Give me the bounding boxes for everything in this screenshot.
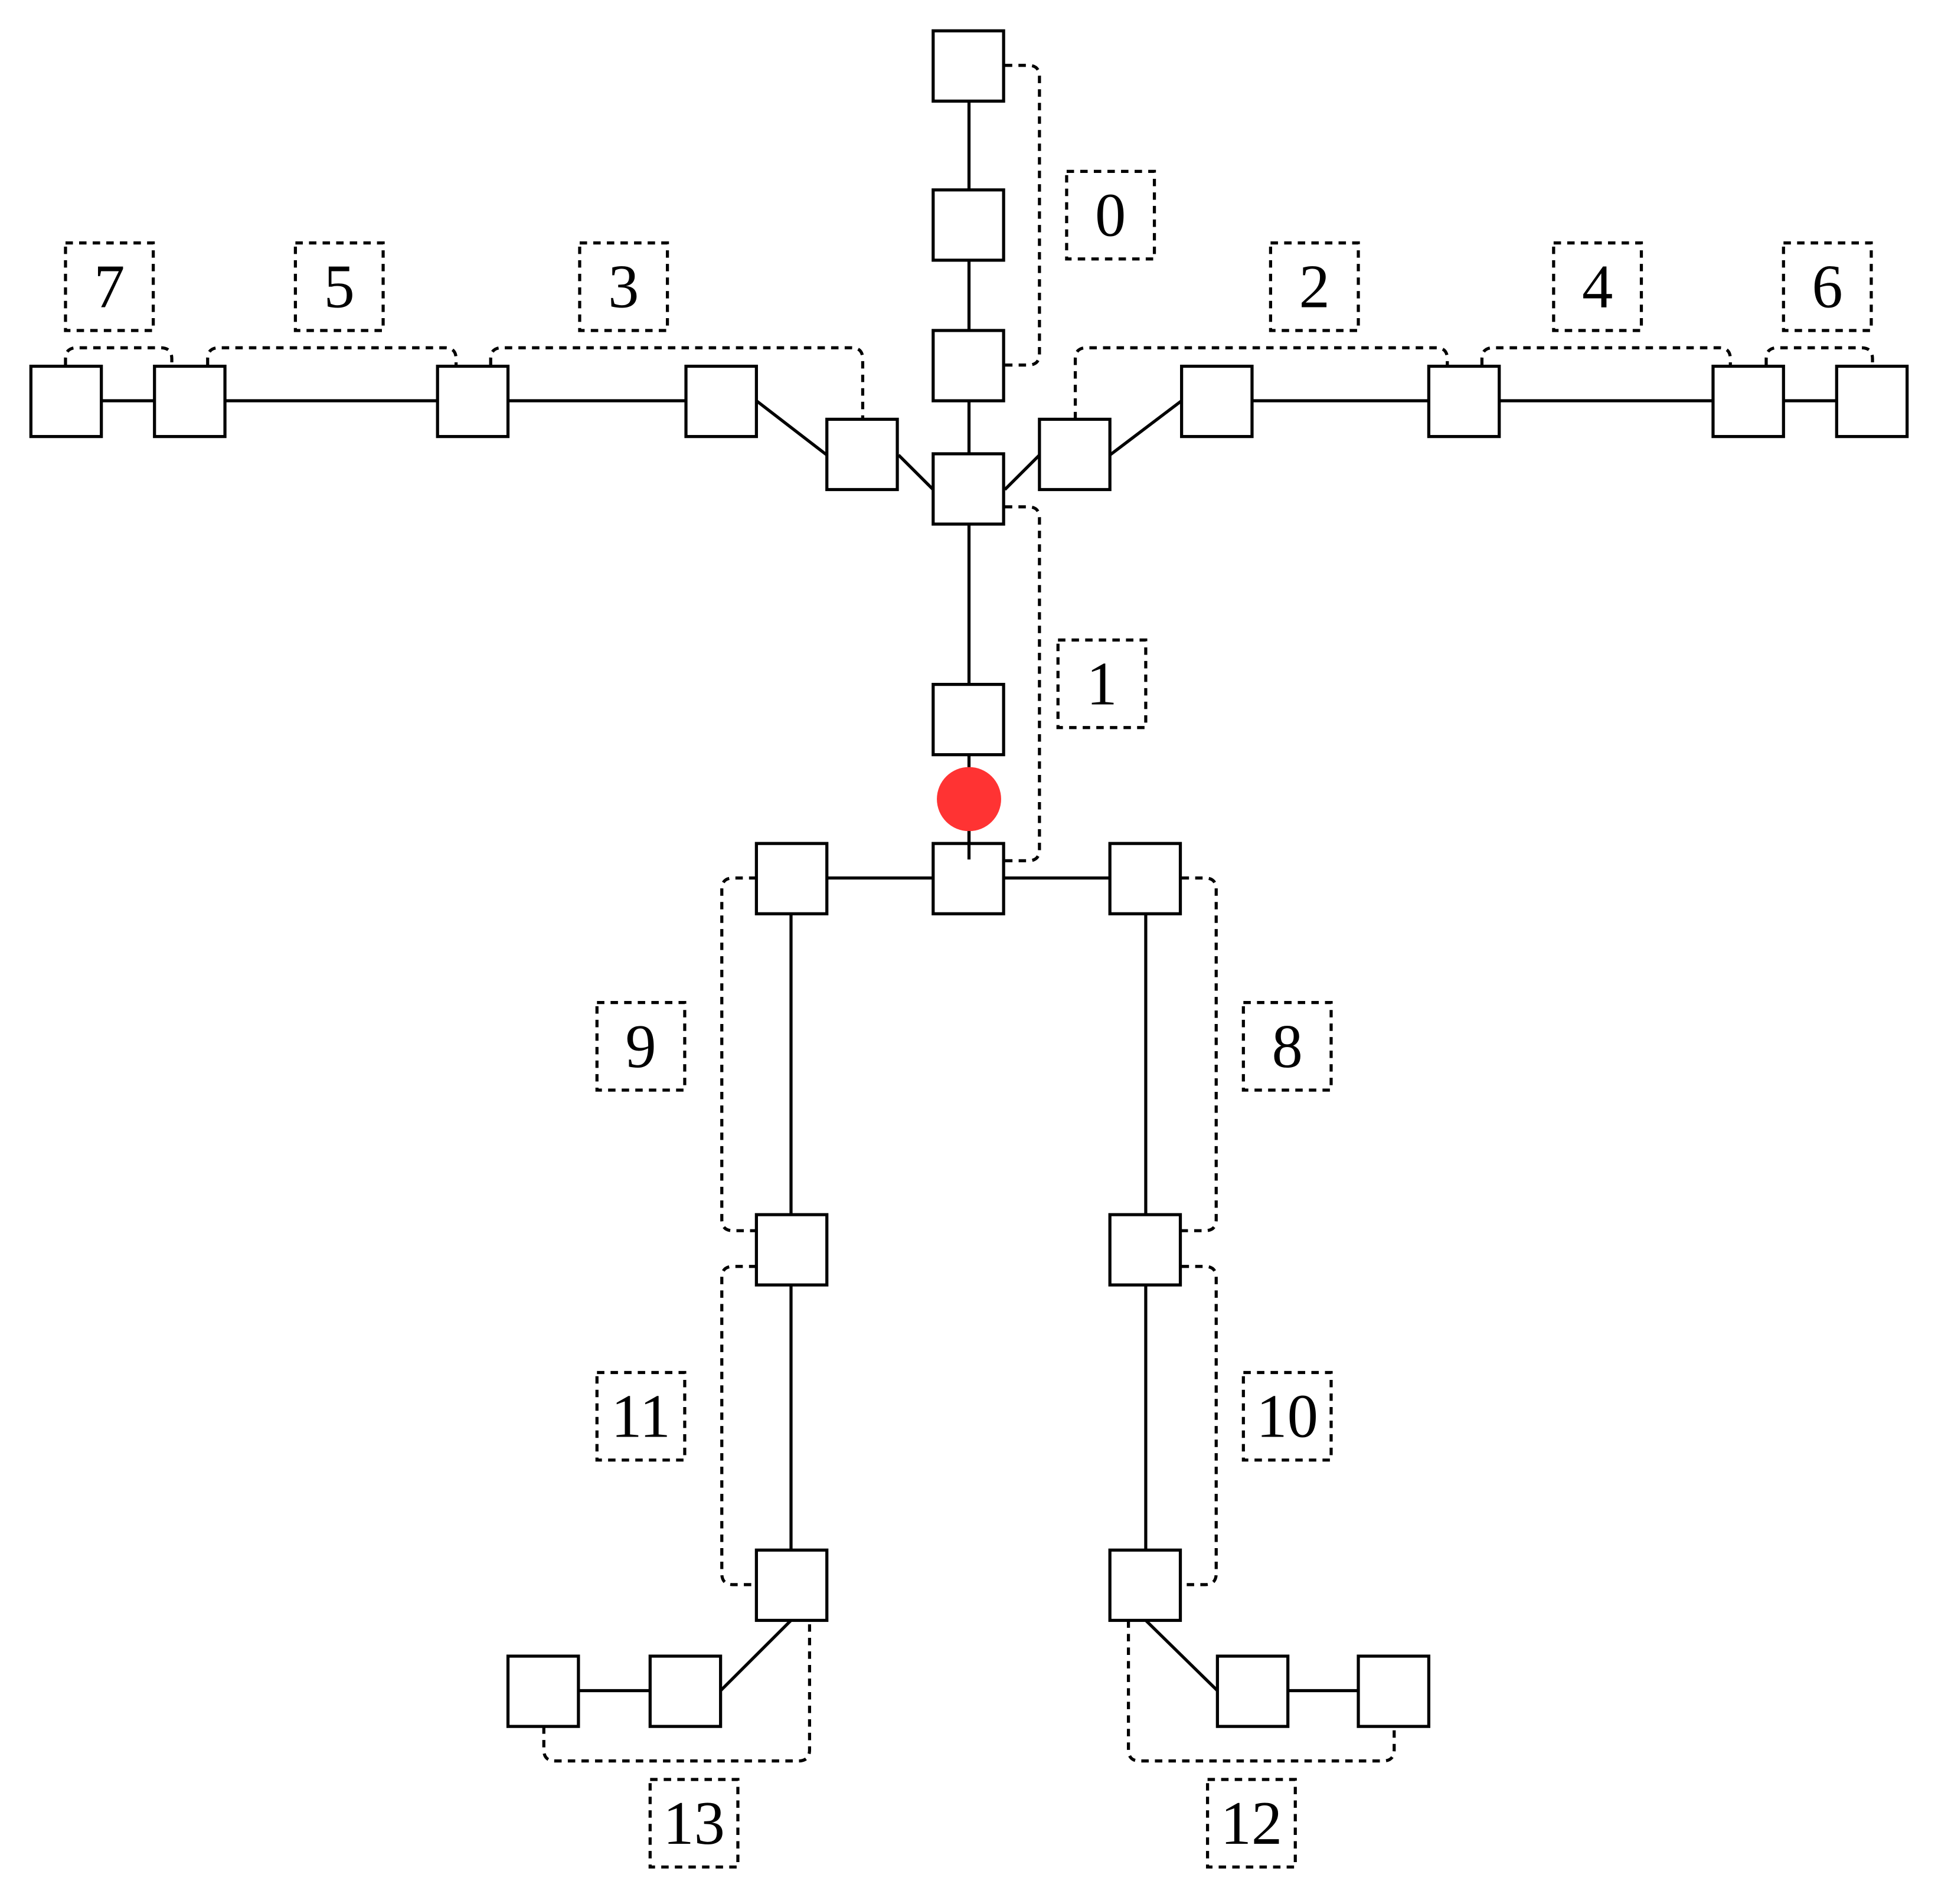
group-label-10: 10: [1241, 1370, 1333, 1462]
joint-head-top: [932, 29, 1005, 103]
joint-head-mid: [932, 188, 1005, 262]
joint-wrist-left: [436, 364, 510, 439]
group-label-text: 6: [1812, 253, 1842, 321]
joint-hand-right: [1711, 364, 1785, 439]
group-label-text: 12: [1221, 1789, 1283, 1857]
group-label-text: 4: [1582, 253, 1613, 321]
group-label-7: 7: [64, 241, 155, 332]
joint-hand-left: [153, 364, 227, 439]
group-label-box: [64, 241, 155, 332]
group-label-12: 12: [1205, 1778, 1297, 1869]
group-label-box: [1065, 169, 1156, 261]
bones: [101, 101, 1837, 1693]
joint-neck: [932, 329, 1005, 403]
group-label-text: 1: [1086, 650, 1117, 718]
bone-upperarm-left: [755, 399, 828, 457]
group-label-text: 13: [663, 1789, 725, 1857]
joint-shoulder-right: [1038, 417, 1112, 492]
group-label-1: 1: [1056, 638, 1148, 729]
joint-wrist-right: [1427, 364, 1501, 439]
group-label-13: 13: [648, 1778, 740, 1869]
bracket-7: [64, 346, 174, 365]
group-label-text: 0: [1095, 181, 1126, 250]
joint-knee-left: [754, 1213, 829, 1287]
bracket-5: [206, 346, 458, 365]
joint-foot-left: [648, 1654, 723, 1728]
joint-knee-right: [1108, 1213, 1182, 1287]
group-label-text: 8: [1272, 1012, 1302, 1081]
group-labels: 0 1 2 3 4 5 6 7: [64, 169, 1873, 1869]
bracket-8: [1181, 876, 1218, 1232]
bracket-1: [1005, 505, 1041, 862]
bone-foot-right: [1145, 1619, 1219, 1692]
group-label-5: 5: [293, 241, 385, 332]
bracket-0: [1005, 64, 1041, 367]
group-label-0: 0: [1065, 169, 1156, 261]
group-label-box: [1552, 241, 1643, 332]
joint-hip-left: [754, 842, 829, 915]
bracket-4: [1480, 346, 1732, 365]
joint-hip-right: [1108, 842, 1182, 915]
group-label-box: [1056, 638, 1148, 729]
bracket-10: [1181, 1265, 1218, 1586]
group-label-text: 5: [324, 253, 355, 321]
joint-ankle-right: [1108, 1548, 1182, 1622]
group-label-box: [1269, 241, 1360, 332]
joint-toe-left: [506, 1654, 580, 1728]
joint-foot-right: [1215, 1654, 1290, 1728]
group-label-box: [1205, 1778, 1297, 1869]
joint-pelvis: [932, 842, 1005, 915]
group-label-6: 6: [1782, 241, 1873, 332]
bracket-11: [720, 1265, 757, 1586]
group-label-text: 3: [608, 253, 639, 321]
group-label-text: 7: [94, 253, 125, 321]
group-label-text: 11: [611, 1382, 671, 1451]
group-label-box: [1782, 241, 1873, 332]
root-joint-marker: [937, 767, 1001, 832]
group-label-3: 3: [578, 241, 669, 332]
joint-toe-right: [1357, 1654, 1430, 1728]
group-label-box: [648, 1778, 740, 1869]
group-label-11: 11: [595, 1370, 687, 1462]
joint-shoulder-left: [825, 417, 899, 492]
group-label-box: [293, 241, 385, 332]
bone-shoulder-right: [1004, 454, 1041, 491]
group-label-text: 9: [625, 1012, 656, 1081]
group-label-2: 2: [1269, 241, 1360, 332]
joint-finger-right: [1835, 364, 1909, 439]
bracket-9: [720, 876, 757, 1232]
group-label-text: 2: [1299, 253, 1330, 321]
bone-shoulder-left: [897, 454, 934, 491]
bracket-6: [1764, 346, 1874, 365]
joint-elbow-right: [1180, 364, 1254, 439]
joint-chest: [932, 452, 1005, 526]
group-label-4: 4: [1552, 241, 1643, 332]
group-label-box: [595, 1370, 687, 1462]
bracket-2: [1073, 346, 1449, 420]
bracket-13: [542, 1620, 812, 1763]
group-label-box: [595, 1001, 687, 1092]
group-label-box: [1241, 1001, 1333, 1092]
bone-upperarm-right: [1109, 399, 1183, 457]
joints: [29, 29, 1909, 1728]
group-label-9: 9: [595, 1001, 687, 1092]
joint-elbow-left: [684, 364, 758, 439]
group-label-box: [1241, 1370, 1333, 1462]
bone-foot-left: [719, 1619, 792, 1692]
joint-finger-left: [29, 364, 103, 439]
joint-spine: [932, 682, 1005, 757]
group-label-box: [578, 241, 669, 332]
group-label-text: 10: [1256, 1382, 1318, 1451]
group-label-8: 8: [1241, 1001, 1333, 1092]
bracket-3: [489, 346, 865, 420]
group-brackets: [64, 64, 1874, 1763]
joint-ankle-left: [754, 1548, 829, 1622]
